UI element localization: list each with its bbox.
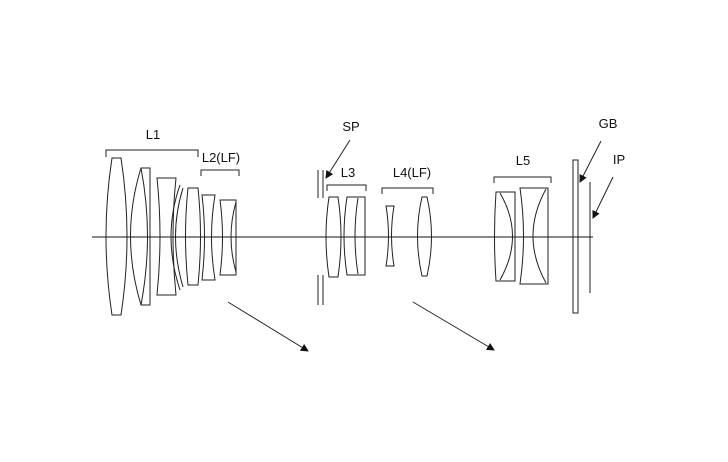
bracket-l5 <box>493 176 552 183</box>
arrow-ip <box>592 176 614 219</box>
lens-group-l4: L4(LF) <box>381 165 434 277</box>
label-gb: GB <box>599 116 618 131</box>
lens-group-l1: L1 <box>105 127 201 316</box>
lens-element <box>385 205 395 267</box>
label-l2: L2(LF) <box>202 150 240 165</box>
lens-group-l2: L2(LF) <box>200 150 240 281</box>
arrow-gb <box>579 140 602 183</box>
label-l5: L5 <box>516 153 530 168</box>
lens-element <box>201 194 216 281</box>
lens-group-l3: L3 <box>325 165 367 278</box>
label-sp: SP <box>342 119 359 134</box>
lens-element <box>417 196 432 277</box>
bracket-l1 <box>105 149 199 157</box>
aperture-stop-sp: SP <box>317 119 360 305</box>
lens-element <box>343 196 366 276</box>
lens-element <box>105 157 128 316</box>
glass-block-gb: GB <box>572 116 618 314</box>
bracket-l3 <box>326 184 367 191</box>
movement-arrow-l2 <box>227 301 309 352</box>
label-l3: L3 <box>341 165 355 180</box>
lens-group-l5: L5 <box>493 153 552 285</box>
lens-element <box>519 187 549 285</box>
label-ip: IP <box>613 152 625 167</box>
lens-element <box>325 196 342 278</box>
bracket-l4 <box>381 187 434 194</box>
arrow-sp <box>325 139 351 179</box>
lens-element <box>219 199 237 276</box>
image-plane-ip: IP <box>589 152 625 293</box>
lens-element <box>170 184 184 291</box>
lens-element <box>494 191 516 282</box>
bracket-l2 <box>200 169 240 176</box>
label-l1: L1 <box>146 127 160 142</box>
lens-element <box>185 187 201 286</box>
movement-arrow-l4 <box>412 301 495 351</box>
lens-element <box>130 167 151 306</box>
label-l4: L4(LF) <box>393 165 431 180</box>
